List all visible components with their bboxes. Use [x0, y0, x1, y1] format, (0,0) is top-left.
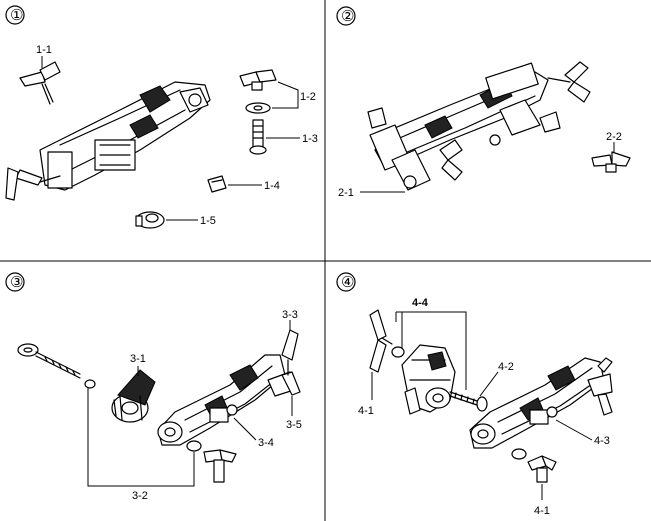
- label-4-2: 4-2: [498, 361, 514, 373]
- clamp-arm: [469, 357, 613, 449]
- label-4-4: 4-4: [412, 297, 429, 309]
- wing-bolt-1-1: [19, 61, 61, 105]
- label-3-3: 3-3: [282, 309, 298, 321]
- leader-4-2: [479, 371, 499, 397]
- wing-nut: [527, 455, 557, 483]
- panel-number-circle: [5, 5, 25, 25]
- wing-bolt-left: [369, 309, 393, 373]
- label-1-5: 1-5: [200, 215, 216, 227]
- leader-1-2: [272, 81, 299, 109]
- wing-nut: [203, 449, 237, 483]
- wing-nut-1-2: [239, 69, 277, 114]
- clamp-assembly: [5, 81, 211, 201]
- label-4-3: 4-3: [594, 435, 610, 447]
- wing-nut-2-2: [591, 151, 631, 173]
- label-1-3: 1-3: [302, 133, 318, 145]
- panel-2: ② 2-2: [336, 6, 631, 199]
- label-4-1-left: 4-1: [358, 405, 374, 417]
- label-3-4: 3-4: [258, 437, 274, 449]
- leader-3-2: [87, 388, 195, 487]
- label-2-2: 2-2: [606, 131, 622, 143]
- nut-1-4: [207, 175, 227, 193]
- washer: [186, 440, 202, 452]
- panel-1: ① 1-1: [5, 5, 318, 229]
- label-3-1: 3-1: [130, 353, 146, 365]
- washer: [84, 379, 96, 389]
- clamp-head: [401, 344, 456, 415]
- eye-bolt: [17, 343, 81, 379]
- panel-number-circle: [336, 6, 356, 26]
- panel-4: ④ 4-4 4-1 4-2: [336, 272, 613, 517]
- leader-3-4: [233, 417, 257, 441]
- label-3-5: 3-5: [286, 419, 302, 431]
- panel-3-number: ③: [10, 273, 23, 291]
- label-2-1: 2-1: [338, 187, 354, 199]
- washer: [511, 448, 527, 460]
- panel-1-number: ①: [10, 6, 23, 24]
- wing-bolt-3-3: [281, 329, 301, 396]
- panel-4-number: ④: [341, 273, 354, 291]
- assembled-clamp: [367, 61, 591, 191]
- label-3-2: 3-2: [132, 490, 148, 502]
- label-1-2: 1-2: [300, 91, 316, 103]
- label-1-4: 1-4: [264, 180, 280, 192]
- panel-2-number: ②: [341, 7, 354, 25]
- panel-number-circle: [336, 272, 356, 292]
- bolt-4-2: [449, 391, 488, 412]
- label-4-1-bottom: 4-1: [534, 505, 550, 517]
- ring-1-5: [135, 211, 165, 229]
- cam-3-1: [111, 369, 156, 423]
- leader-4-4: [395, 311, 467, 390]
- panel-number-circle: [5, 272, 25, 292]
- washer: [391, 346, 405, 358]
- panel-3: ③ 3-1: [5, 272, 302, 502]
- bolt-1-3: [249, 119, 267, 155]
- clamp-arm: [157, 354, 295, 446]
- label-1-1: 1-1: [36, 44, 52, 56]
- leader-4-3: [555, 419, 593, 441]
